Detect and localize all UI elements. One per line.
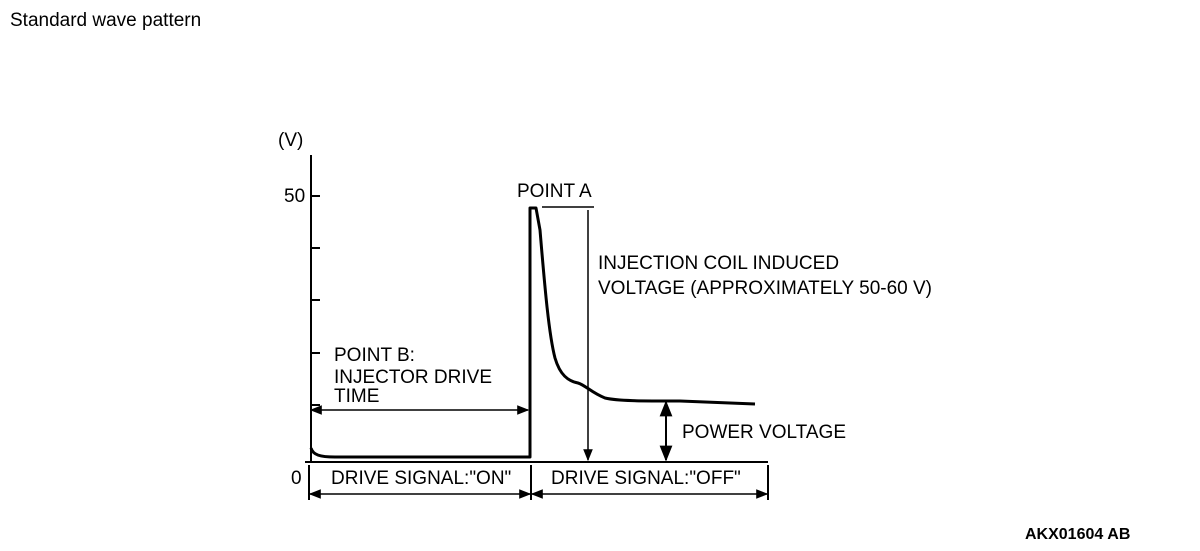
point-b-label-line-3: TIME	[334, 386, 379, 407]
drive-on-label: DRIVE SIGNAL:"ON"	[331, 468, 511, 489]
y-unit-label: (V)	[278, 130, 303, 151]
y-tick-label-0: 0	[291, 468, 302, 489]
y-ticks	[311, 195, 320, 406]
point-b-label-line-2: INJECTOR DRIVE	[334, 367, 492, 388]
point-a-label: POINT A	[517, 181, 592, 202]
waveform-trace	[309, 206, 756, 459]
point-b-label-line-1: POINT B:	[334, 345, 415, 366]
power-voltage-label: POWER VOLTAGE	[682, 422, 846, 443]
drive-off-label: DRIVE SIGNAL:"OFF"	[551, 468, 741, 489]
induced-voltage-label-line-1: INJECTION COIL INDUCED	[598, 253, 839, 274]
y-tick-label-50: 50	[284, 186, 305, 207]
induced-voltage-label-line-2: VOLTAGE (APPROXIMATELY 50-60 V)	[598, 278, 932, 299]
page-title: Standard wave pattern	[10, 10, 202, 31]
